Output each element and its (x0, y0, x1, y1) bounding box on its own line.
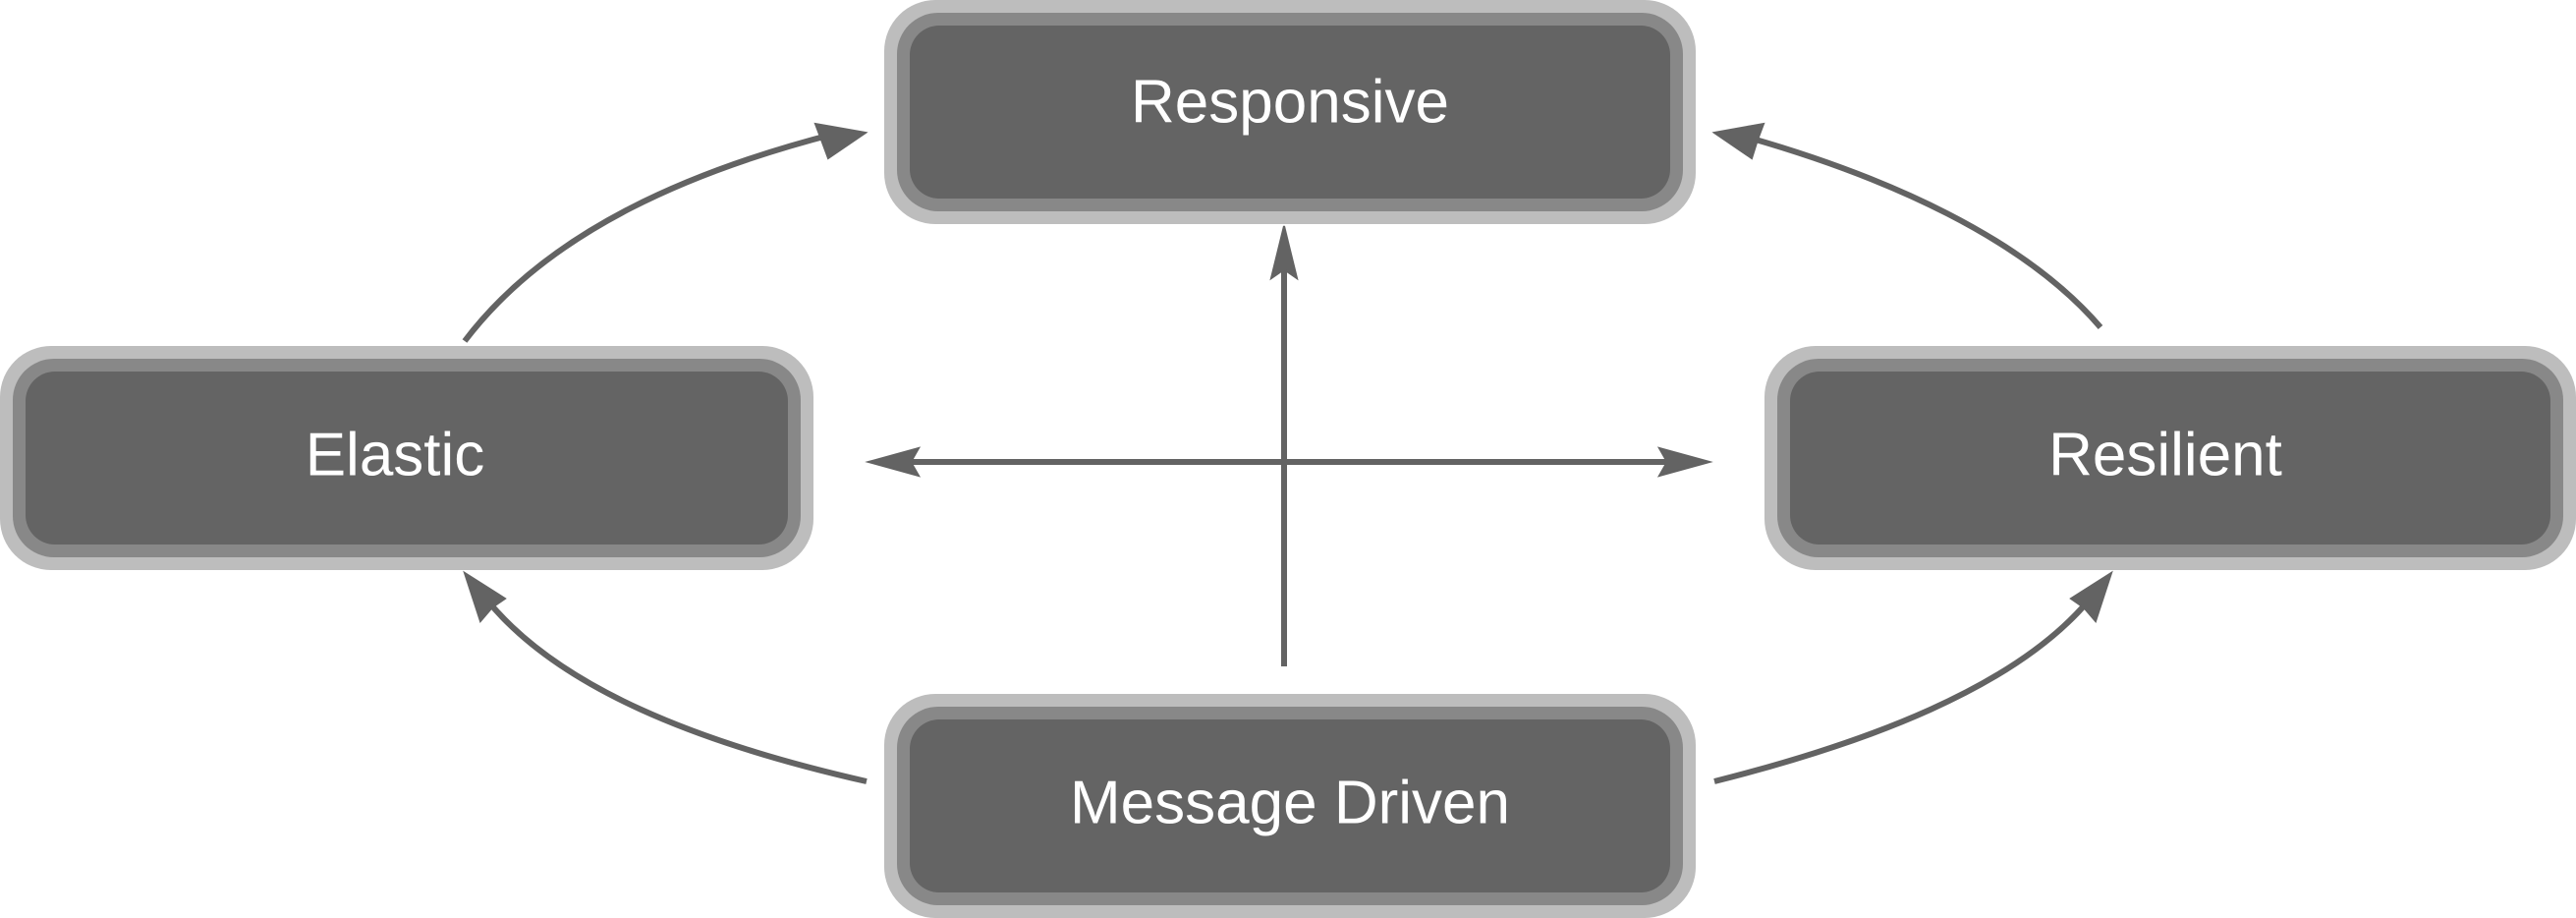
node-elastic-fill (26, 372, 788, 545)
arrow-resilient-to-responsive (1711, 122, 2103, 329)
node-message-driven-fill (910, 719, 1670, 892)
arrow-elastic-to-responsive-line (462, 131, 836, 343)
node-responsive-fill (910, 26, 1670, 199)
node-responsive: Responsive (884, 0, 1696, 224)
arrow-message-driven-to-resilient (1713, 570, 2113, 784)
node-resilient-fill (1790, 372, 2550, 545)
arrow-message-driven-to-elastic-line (485, 600, 868, 784)
arrow-message-driven-to-responsive-head (1269, 225, 1299, 281)
node-message-driven: Message Driven (884, 694, 1696, 918)
node-elastic: Elastic (0, 346, 813, 570)
arrow-resilient-to-responsive-head (1711, 122, 1765, 160)
node-elastic-label: Elastic (306, 422, 485, 489)
node-resilient: Resilient (1764, 346, 2576, 570)
arrow-resilient-to-responsive-line (1748, 135, 2103, 329)
arrow-message-driven-to-resilient-line (1713, 600, 2091, 784)
arrow-message-driven-to-resilient-head (2069, 570, 2113, 624)
arrow-elastic-to-responsive (462, 122, 868, 343)
node-resilient-label: Resilient (2048, 422, 2282, 489)
arrow-center-to-resilient (1284, 446, 1713, 478)
node-message-driven-label: Message Driven (1070, 770, 1510, 837)
arrow-center-to-elastic (865, 446, 1284, 478)
arrow-message-driven-to-elastic-head (463, 570, 507, 624)
arrow-center-to-elastic-head (865, 446, 922, 478)
arrow-message-driven-to-elastic (463, 570, 868, 784)
arrow-center-to-resilient-head (1656, 446, 1713, 478)
arrow-elastic-to-responsive-head (813, 122, 868, 160)
arrow-message-driven-to-responsive (1269, 225, 1299, 666)
node-responsive-label: Responsive (1131, 69, 1449, 137)
